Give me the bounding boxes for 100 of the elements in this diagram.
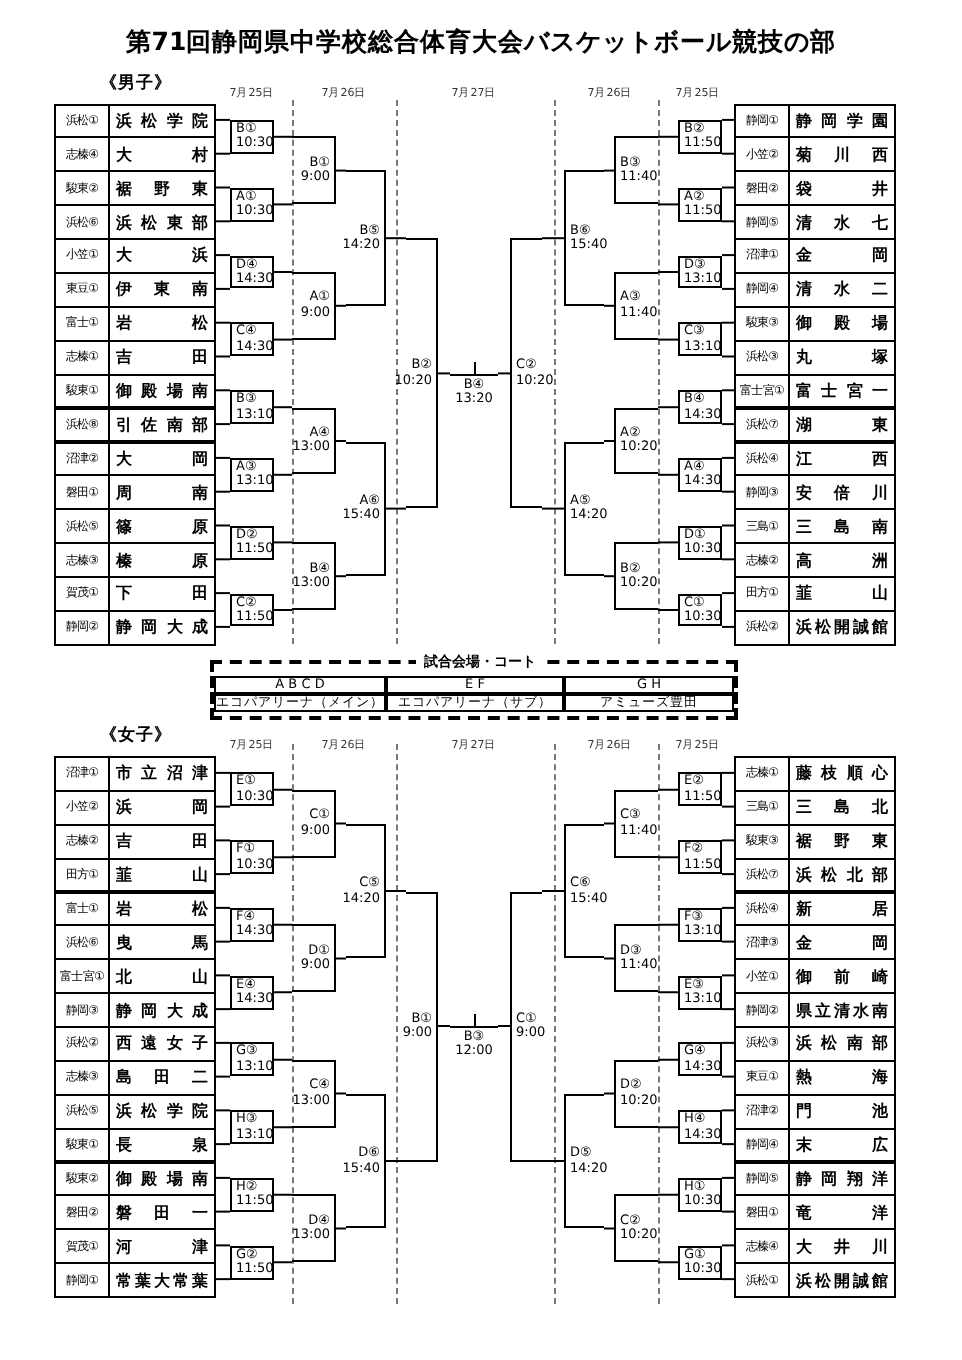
bracket-line xyxy=(273,1193,293,1196)
bracket-line xyxy=(657,1261,679,1264)
bracket-line xyxy=(603,1092,615,1095)
team-row xyxy=(734,103,896,139)
bracket-line xyxy=(273,1058,293,1061)
match-box xyxy=(230,1245,274,1280)
match-box xyxy=(230,593,274,627)
bracket-line xyxy=(335,957,347,960)
team-name: 御前崎 xyxy=(796,965,888,988)
team-name: 清水二 xyxy=(796,278,888,301)
team-name: 岩松 xyxy=(116,312,208,335)
bracket-line xyxy=(657,991,679,994)
team-row xyxy=(54,1026,216,1062)
bracket-line xyxy=(273,271,293,273)
team-row xyxy=(54,992,216,1028)
bracket xyxy=(564,170,604,306)
bracket-line xyxy=(437,1025,451,1027)
match-box xyxy=(230,457,274,492)
bracket-line xyxy=(603,169,615,172)
match-box xyxy=(678,1042,722,1077)
bracket-line xyxy=(497,1025,511,1027)
team-row xyxy=(54,204,216,240)
match-box xyxy=(230,840,274,875)
bracket-line xyxy=(273,338,293,341)
bracket-line xyxy=(335,169,347,172)
team-row xyxy=(734,992,896,1028)
team-name: 静岡大成 xyxy=(116,616,208,639)
bracket-line xyxy=(657,609,679,611)
bracket xyxy=(614,272,658,340)
bracket-line xyxy=(603,304,615,307)
team-name: 安倍川 xyxy=(796,481,888,504)
team-row xyxy=(734,958,896,995)
match-box xyxy=(230,119,274,154)
bracket-line xyxy=(721,355,735,358)
team-row xyxy=(54,272,216,308)
match-box xyxy=(678,1177,722,1212)
team-name: 浜松学院 xyxy=(116,109,208,132)
bracket-line xyxy=(335,440,347,442)
bracket-line xyxy=(541,237,565,240)
team-name: 大井川 xyxy=(796,1235,888,1258)
match-box xyxy=(678,975,722,1010)
team-row xyxy=(54,1262,216,1298)
team-name: 金岡 xyxy=(796,244,888,267)
bracket-line xyxy=(215,839,231,842)
team-name: 周南 xyxy=(116,481,208,504)
bracket-line xyxy=(215,1244,231,1247)
bracket-line xyxy=(657,856,679,859)
bracket-line xyxy=(215,1143,231,1146)
team-row xyxy=(54,103,216,139)
bracket-line xyxy=(273,135,293,138)
bracket xyxy=(614,924,658,993)
bracket xyxy=(292,136,336,205)
team-row xyxy=(734,1093,896,1130)
match-box xyxy=(230,1042,274,1077)
team-row xyxy=(54,924,216,961)
team-name: 引佐南部 xyxy=(116,413,208,436)
bracket-line xyxy=(385,890,407,892)
team-name: 韮山 xyxy=(796,582,888,605)
bracket-line xyxy=(721,1244,735,1247)
bracket-line xyxy=(657,541,679,544)
team-name: 静岡学園 xyxy=(796,109,888,132)
bracket xyxy=(406,891,438,1161)
bracket-line xyxy=(215,906,231,909)
bracket-line xyxy=(215,389,231,392)
match-box xyxy=(678,1245,722,1280)
bracket-line xyxy=(215,940,231,943)
bracket-line xyxy=(215,152,231,155)
bracket-line xyxy=(215,118,231,121)
team-row xyxy=(734,1228,896,1265)
bracket-line xyxy=(721,1278,735,1281)
bracket-line xyxy=(273,473,293,476)
section-heading: 《男子》 xyxy=(98,72,174,96)
team-name: 長泉 xyxy=(116,1134,208,1156)
bracket-line xyxy=(657,203,679,206)
bracket-line xyxy=(273,1126,293,1129)
team-row xyxy=(734,407,896,443)
bracket xyxy=(564,823,604,959)
team-name: 浜松開誠館 xyxy=(796,1269,888,1291)
bracket-line xyxy=(721,625,735,628)
bracket-line xyxy=(273,406,293,409)
team-name: 富士宮一 xyxy=(796,380,888,403)
bracket-line xyxy=(215,1109,231,1112)
match-box xyxy=(230,390,274,425)
bracket-line xyxy=(215,805,231,808)
final-match xyxy=(450,1014,498,1060)
bracket xyxy=(346,170,386,306)
match-box xyxy=(678,772,722,807)
bracket-line xyxy=(335,822,347,825)
bracket-line xyxy=(657,1193,679,1196)
team-name: 県立清水南 xyxy=(796,999,888,1021)
bracket-line xyxy=(721,152,735,155)
bracket xyxy=(614,407,658,475)
bracket-line xyxy=(497,372,511,375)
bracket-line xyxy=(721,805,735,808)
team-row xyxy=(54,857,216,893)
team-name: 磐田一 xyxy=(116,1201,208,1224)
bracket-line xyxy=(215,974,231,977)
final-match xyxy=(450,361,498,408)
team-row xyxy=(54,474,216,511)
bracket-line xyxy=(603,822,615,825)
